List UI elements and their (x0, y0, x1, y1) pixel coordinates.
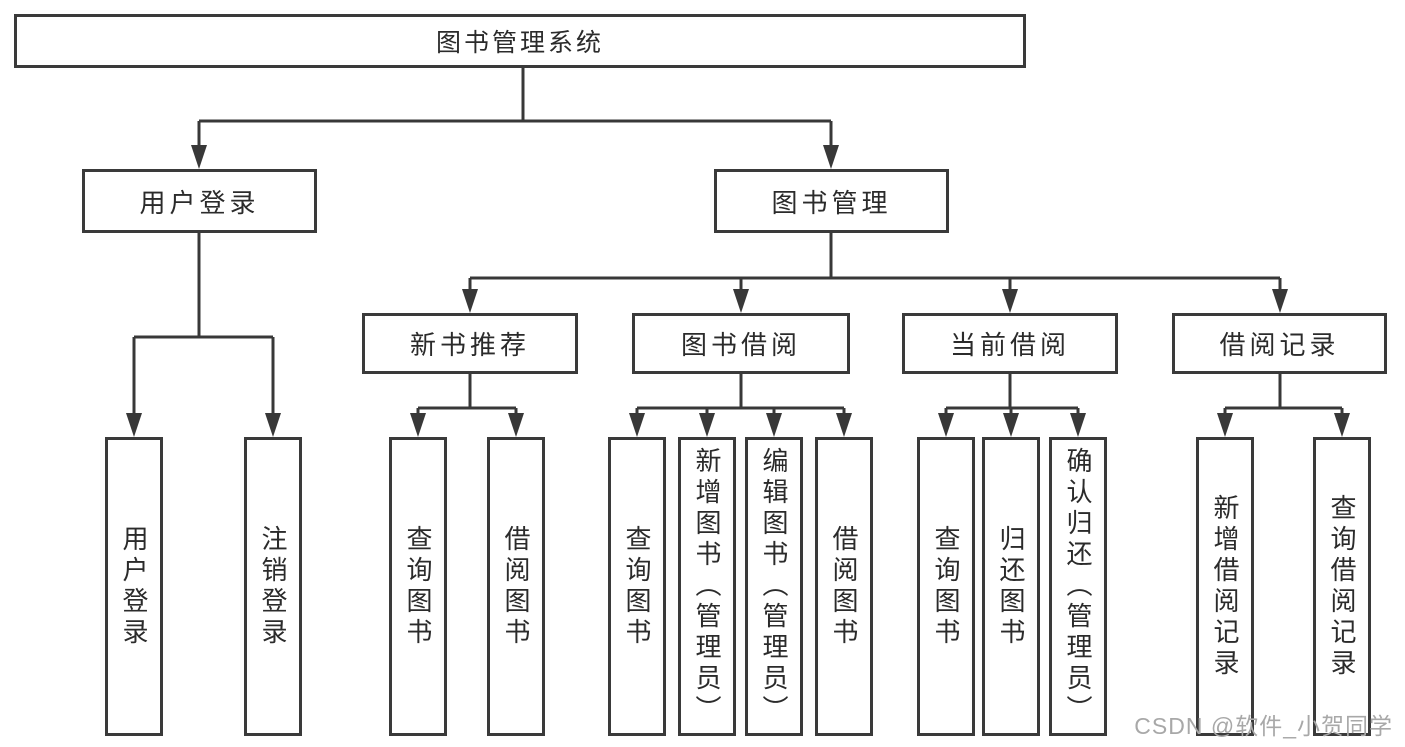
node-label: 新增借阅记录 (1210, 493, 1240, 680)
connector-line (1223, 374, 1344, 418)
node-leaf-add-books-admin: 新增图书（管理员） (678, 437, 736, 736)
node-label: 查询借阅记录 (1327, 493, 1357, 680)
arrowhead-icon (462, 289, 478, 313)
node-leaf-user-login: 用户登录 (105, 437, 163, 736)
connector-line (132, 337, 275, 418)
connector-book-management-children (462, 233, 1288, 313)
node-current-borrow: 当前借阅 (902, 313, 1118, 374)
node-label: 用户登录 (139, 187, 260, 218)
node-label: 确认归还（管理员） (1063, 447, 1093, 726)
arrowhead-icon (823, 145, 839, 169)
connector-line (416, 374, 518, 418)
node-label: 借阅记录 (1219, 330, 1340, 360)
connector-borrow-records-children (1217, 374, 1350, 437)
node-borrow-records: 借阅记录 (1172, 313, 1387, 374)
connector-line (470, 233, 1280, 280)
node-leaf-logout: 注销登录 (244, 437, 302, 736)
arrowhead-icon (836, 413, 852, 437)
node-label: 编辑图书（管理员） (759, 447, 789, 726)
node-leaf-query-books-recommend: 查询图书 (389, 437, 447, 736)
connector-current-borrow-children (938, 374, 1086, 437)
node-book-borrow: 图书借阅 (632, 313, 850, 374)
arrowhead-icon (766, 413, 782, 437)
arrowhead-icon (1003, 413, 1019, 437)
node-label: 查询图书 (403, 524, 433, 649)
arrowhead-icon (1002, 289, 1018, 313)
node-book-management: 图书管理 (714, 169, 949, 233)
arrowhead-icon (1272, 289, 1288, 313)
connector-line (468, 278, 1282, 294)
connector-book-borrow-children (629, 374, 852, 437)
arrowhead-icon (629, 413, 645, 437)
node-label: 当前借阅 (949, 330, 1070, 360)
arrowhead-icon (938, 413, 954, 437)
arrowhead-icon (410, 413, 426, 437)
node-label: 借阅图书 (829, 524, 859, 649)
node-leaf-query-borrow-record: 查询借阅记录 (1313, 437, 1371, 736)
watermark: CSDN @软件_小贺同学 (1134, 713, 1393, 739)
node-label: 归还图书 (996, 524, 1026, 649)
node-leaf-add-borrow-record: 新增借阅记录 (1196, 437, 1254, 736)
node-label: 图书借阅 (680, 330, 801, 360)
connector-new-book-recommend-children (410, 374, 524, 437)
node-label: 图书管理 (771, 187, 892, 218)
node-user-login: 用户登录 (82, 169, 317, 233)
arrowhead-icon (1334, 413, 1350, 437)
connector-line (199, 68, 831, 123)
node-label: 查询图书 (931, 524, 961, 649)
node-label: 新书推荐 (409, 330, 530, 360)
node-new-book-recommend: 新书推荐 (362, 313, 578, 374)
node-leaf-borrow-books: 借阅图书 (815, 437, 873, 736)
arrowhead-icon (265, 413, 281, 437)
connector-line (635, 374, 846, 418)
connector-user-login-children (126, 233, 281, 437)
node-label: 用户登录 (119, 524, 149, 649)
arrowhead-icon (508, 413, 524, 437)
node-label: 查询图书 (622, 524, 652, 649)
node-label: 图书管理系统 (435, 29, 604, 57)
connector-root-to-branches (191, 68, 839, 169)
node-label: 新增图书（管理员） (692, 447, 722, 726)
arrowhead-icon (733, 289, 749, 313)
node-label: 注销登录 (258, 524, 288, 649)
arrowhead-icon (126, 413, 142, 437)
arrowhead-icon (1070, 413, 1086, 437)
connector-line (944, 374, 1080, 418)
arrowhead-icon (699, 413, 715, 437)
node-leaf-query-books-borrow: 查询图书 (608, 437, 666, 736)
arrowhead-icon (1217, 413, 1233, 437)
node-leaf-borrow-books-recommend: 借阅图书 (487, 437, 545, 736)
node-leaf-edit-books-admin: 编辑图书（管理员） (745, 437, 803, 736)
node-label: 借阅图书 (501, 524, 531, 649)
arrowhead-icon (191, 145, 207, 169)
node-root-system: 图书管理系统 (14, 14, 1026, 68)
node-leaf-query-books-current: 查询图书 (917, 437, 975, 736)
node-leaf-return-books: 归还图书 (982, 437, 1040, 736)
node-leaf-confirm-return-admin: 确认归还（管理员） (1049, 437, 1107, 736)
connector-line (134, 233, 273, 339)
